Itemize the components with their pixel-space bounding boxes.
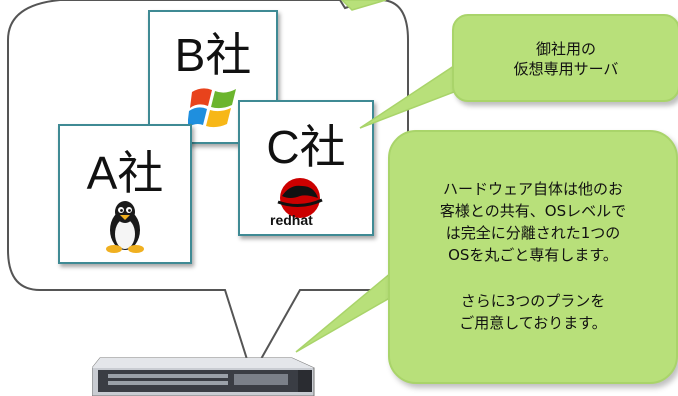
company-b-label: B社 [174,29,252,81]
bottom-callout-line3: は完全に分離された1つの [445,224,621,242]
linux-tux-icon [106,201,144,253]
windows-flag-icon [188,88,236,128]
bottom-callout-line4: OSを丸ごと専有します。 [448,246,618,264]
company-c-label: C社 [266,121,346,173]
top-callout-line2: 仮想専用サーバ [513,60,619,78]
company-a-card: A社 [58,124,192,264]
bottom-callout-line6: ご用意しております。 [459,314,607,332]
top-green-tail [340,0,387,11]
company-b-card: B社 [148,10,278,144]
top-callout: 御社用の 仮想専用サーバ [452,14,678,102]
bottom-callout: ハードウェア自体は他のお 客様との共有、OSレベルで は完全に分離された1つの … [388,130,678,384]
bottom-callout-line2: 客様との共有、OSレベルで [439,202,627,220]
company-c-card: C社 redhat [238,100,374,236]
top-callout-line1: 御社用の [535,40,596,58]
rack-server-icon [92,357,315,396]
company-a-label: A社 [86,147,164,199]
bottom-callout-line1: ハードウェア自体は他のお [442,180,623,198]
redhat-logo-icon [277,178,323,218]
bottom-callout-line5: さらに3つのプランを [460,292,606,310]
redhat-logo-text: redhat [270,212,313,228]
